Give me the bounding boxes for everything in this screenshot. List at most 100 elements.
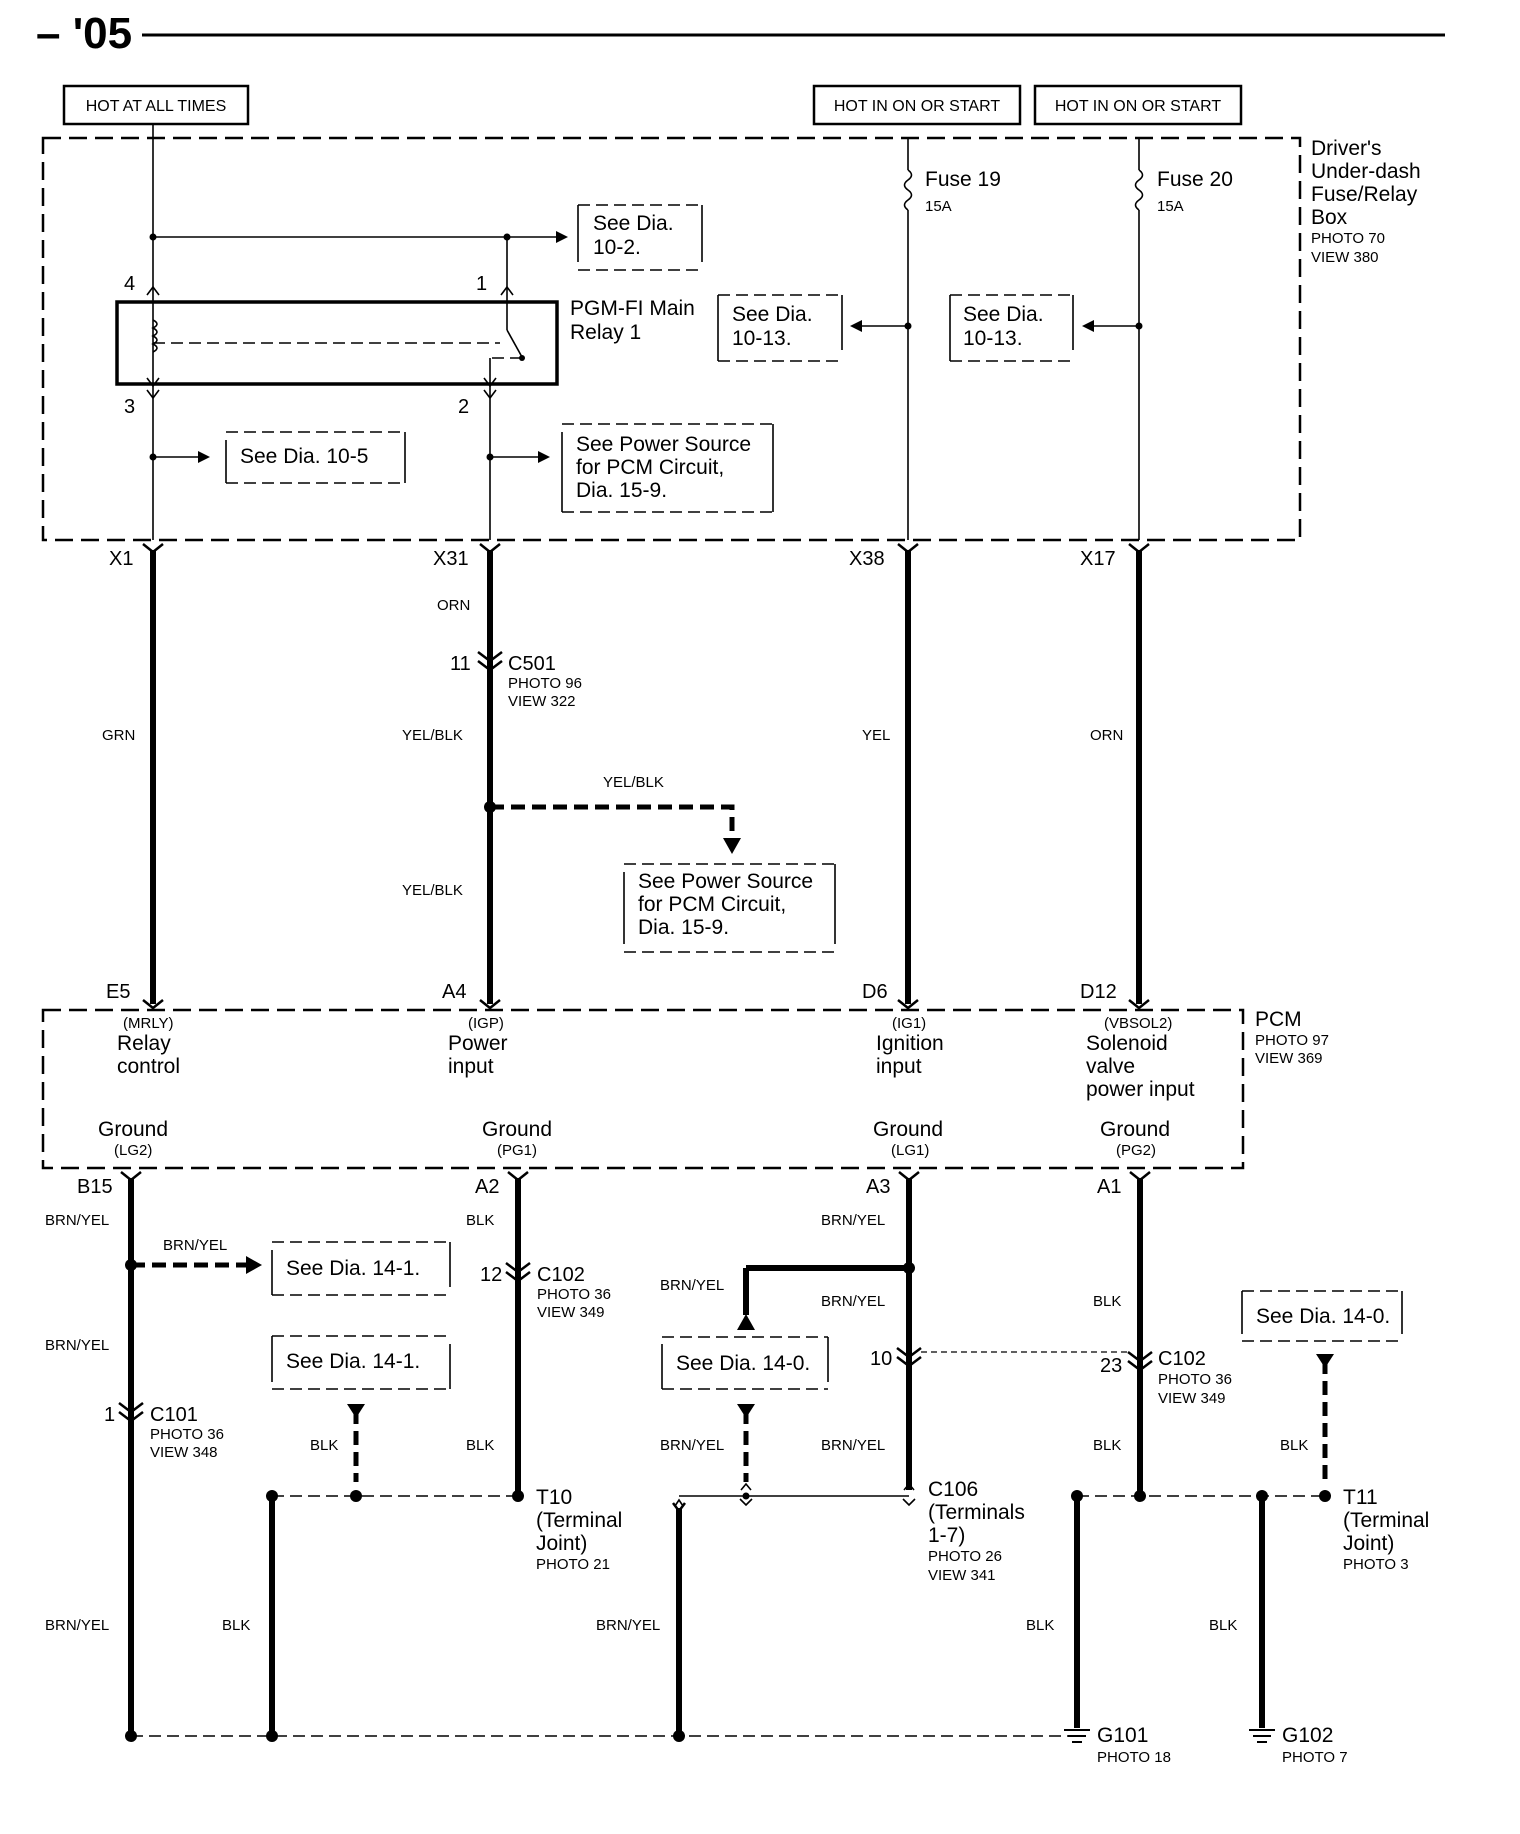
svg-text:See Power Source: See Power Source — [576, 433, 751, 456]
svg-text:HOT IN ON OR START: HOT IN ON OR START — [834, 98, 1000, 115]
svg-text:1-7): 1-7) — [928, 1524, 965, 1547]
pcm-pin-a4: A4 — [442, 981, 466, 1003]
arrow-right-icon — [198, 451, 210, 463]
svg-text:input: input — [876, 1055, 922, 1078]
svg-text:PHOTO 3: PHOTO 3 — [1343, 1556, 1409, 1573]
svg-text:BRN/YEL: BRN/YEL — [45, 1212, 109, 1229]
svg-text:Driver's: Driver's — [1311, 137, 1382, 160]
svg-text:T11: T11 — [1343, 1486, 1378, 1509]
svg-text:See Dia.: See Dia. — [963, 303, 1044, 326]
svg-text:BRN/YEL: BRN/YEL — [45, 1617, 109, 1634]
svg-text:10-2.: 10-2. — [593, 236, 641, 259]
svg-text:BRN/YEL: BRN/YEL — [821, 1293, 885, 1310]
connector-c102-a3: 10 — [870, 1347, 922, 1370]
svg-text:1: 1 — [104, 1404, 115, 1426]
pcm-pin-a1: A1 — [1097, 1176, 1121, 1198]
source-box-hot-in-on-start-1: HOT IN ON OR START — [812, 84, 1022, 126]
terminal-joint-t11: T11 (Terminal Joint) PHOTO 3 — [1343, 1486, 1429, 1573]
connector-c106: C106 (Terminals 1-7) PHOTO 26 VIEW 341 — [928, 1478, 1025, 1584]
svg-text:VIEW 341: VIEW 341 — [928, 1567, 996, 1584]
pcm-pin-a2: A2 — [475, 1176, 499, 1198]
ground-g102: G102 PHOTO 7 — [1249, 1724, 1348, 1766]
svg-text:BRN/YEL: BRN/YEL — [45, 1337, 109, 1354]
svg-text:Ground: Ground — [98, 1118, 168, 1141]
svg-text:10-13.: 10-13. — [963, 327, 1023, 350]
arrow-right-icon — [246, 1256, 262, 1274]
ref-box-dia-14-0-a: See Dia. 14-0. — [661, 1336, 829, 1390]
svg-text:PHOTO 36: PHOTO 36 — [1158, 1371, 1232, 1388]
svg-text:ORN: ORN — [437, 597, 470, 614]
svg-text:G101: G101 — [1097, 1724, 1148, 1747]
ref-box-dia-10-13-a: See Dia. 10-13. — [717, 294, 843, 362]
pcm-ground-pg1: Ground (PG1) — [482, 1118, 552, 1159]
relay-coil-icon — [151, 319, 158, 353]
svg-text:(PG1): (PG1) — [497, 1142, 537, 1159]
svg-text:Power: Power — [448, 1032, 508, 1055]
svg-text:See Dia. 14-1.: See Dia. 14-1. — [286, 1350, 420, 1373]
svg-text:4: 4 — [124, 273, 135, 295]
svg-text:10: 10 — [870, 1348, 892, 1370]
pcm-input-power: (IGP) Power input — [448, 1015, 508, 1078]
svg-text:HOT IN ON OR START: HOT IN ON OR START — [1055, 98, 1221, 115]
terminal-joint-t10: T10 (Terminal Joint) PHOTO 21 — [536, 1486, 622, 1573]
terminal-x1: X1 — [109, 548, 133, 570]
svg-text:Dia. 15-9.: Dia. 15-9. — [638, 916, 729, 939]
relay-switch-icon — [506, 329, 523, 358]
source-box-hot-at-all-times: HOT AT ALL TIMES — [62, 84, 250, 126]
relay-label: PGM-FI Main — [570, 297, 695, 320]
arrow-left-icon — [850, 320, 862, 332]
arrow-right-icon — [556, 231, 568, 243]
svg-text:(Terminals: (Terminals — [928, 1501, 1025, 1524]
pcm-pin-e5: E5 — [106, 981, 130, 1003]
svg-text:12: 12 — [480, 1264, 502, 1286]
svg-text:BLK: BLK — [1209, 1617, 1237, 1634]
svg-text:VIEW 322: VIEW 322 — [508, 693, 576, 710]
svg-text:BRN/YEL: BRN/YEL — [163, 1237, 227, 1254]
svg-text:Dia. 15-9.: Dia. 15-9. — [576, 479, 667, 502]
svg-text:Box: Box — [1311, 206, 1348, 229]
svg-text:HOT AT ALL TIMES: HOT AT ALL TIMES — [86, 98, 227, 115]
svg-text:YEL/BLK: YEL/BLK — [402, 727, 463, 744]
terminal-x31: X31 — [433, 548, 469, 570]
fuse-20: Fuse 20 15A — [1134, 138, 1233, 540]
svg-text:Under-dash: Under-dash — [1311, 160, 1421, 183]
svg-text:PHOTO 97: PHOTO 97 — [1255, 1032, 1329, 1049]
terminal-x38: X38 — [849, 548, 885, 570]
pcm-ground-lg1: Ground (LG1) — [873, 1118, 943, 1159]
svg-text:BLK: BLK — [222, 1617, 250, 1634]
svg-text:BRN/YEL: BRN/YEL — [660, 1277, 724, 1294]
svg-text:PHOTO 21: PHOTO 21 — [536, 1556, 610, 1573]
svg-text:VIEW 349: VIEW 349 — [1158, 1390, 1226, 1407]
ref-box-dia-10-13-b: See Dia. 10-13. — [949, 294, 1074, 362]
arrow-left-icon — [1082, 320, 1094, 332]
svg-text:YEL: YEL — [862, 727, 890, 744]
svg-text:(LG2): (LG2) — [114, 1142, 152, 1159]
pcm-ground-lg2: Ground (LG2) — [98, 1118, 168, 1159]
fuse-relay-box-label: Driver's Under-dash Fuse/Relay Box PHOTO… — [1311, 137, 1421, 266]
fuse-relay-box-outline — [41, 136, 1302, 542]
svg-text:Fuse 20: Fuse 20 — [1157, 168, 1233, 191]
svg-text:See Dia. 14-0.: See Dia. 14-0. — [1256, 1305, 1390, 1328]
ref-box-power-source-2: See Power Source for PCM Circuit, Dia. 1… — [623, 863, 836, 953]
svg-text:PHOTO 36: PHOTO 36 — [537, 1286, 611, 1303]
fuse-icon — [903, 169, 913, 211]
svg-text:See Dia. 14-0.: See Dia. 14-0. — [676, 1352, 810, 1375]
svg-text:Ground: Ground — [1100, 1118, 1170, 1141]
pcm-pin-a3: A3 — [866, 1176, 890, 1198]
svg-text:PHOTO 7: PHOTO 7 — [1282, 1749, 1348, 1766]
ref-box-dia-10-2: See Dia. 10-2. — [577, 204, 703, 271]
pcm-pin-d12: D12 — [1080, 981, 1117, 1003]
svg-text:for PCM Circuit,: for PCM Circuit, — [638, 893, 786, 916]
svg-text:15A: 15A — [1157, 198, 1184, 215]
svg-text:(VBSOL2): (VBSOL2) — [1104, 1015, 1172, 1032]
arrow-right-icon — [538, 451, 550, 463]
svg-text:Fuse 19: Fuse 19 — [925, 168, 1001, 191]
svg-text:BLK: BLK — [1093, 1293, 1121, 1310]
pcm-box-outline — [41, 1008, 1245, 1170]
svg-text:GRN: GRN — [102, 727, 135, 744]
svg-text:BLK: BLK — [466, 1437, 494, 1454]
svg-text:PHOTO 26: PHOTO 26 — [928, 1548, 1002, 1565]
svg-text:(MRLY): (MRLY) — [123, 1015, 174, 1032]
svg-text:Ground: Ground — [482, 1118, 552, 1141]
svg-text:VIEW 369: VIEW 369 — [1255, 1050, 1323, 1067]
